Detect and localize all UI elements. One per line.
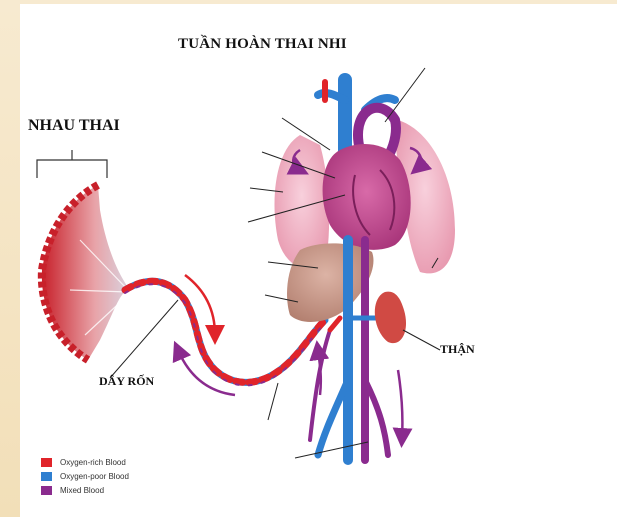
label-placenta: NHAU THAI [28, 117, 120, 135]
label-umbilical-cord: DÂY RỐN [99, 374, 154, 389]
diagram-title: TUẦN HOÀN THAI NHI [178, 36, 347, 53]
legend-label: Mixed Blood [60, 486, 104, 495]
legend-item-mixed: Mixed Blood [41, 483, 129, 497]
legend-label: Oxygen-rich Blood [60, 458, 126, 467]
legend: Oxygen-rich Blood Oxygen-poor Blood Mixe… [41, 455, 129, 497]
legend-item-oxygen-poor: Oxygen-poor Blood [41, 469, 129, 483]
legend-swatch [41, 472, 52, 481]
legend-swatch [41, 458, 52, 467]
placenta-bracket [37, 150, 107, 178]
kidney [375, 292, 406, 344]
label-kidney: THẬN [440, 342, 475, 357]
liver [287, 243, 373, 322]
legend-label: Oxygen-poor Blood [60, 472, 129, 481]
legend-item-oxygen-rich: Oxygen-rich Blood [41, 455, 129, 469]
legend-swatch [41, 486, 52, 495]
heart [323, 144, 411, 250]
pointer-lines [110, 68, 440, 458]
placenta [42, 185, 130, 360]
